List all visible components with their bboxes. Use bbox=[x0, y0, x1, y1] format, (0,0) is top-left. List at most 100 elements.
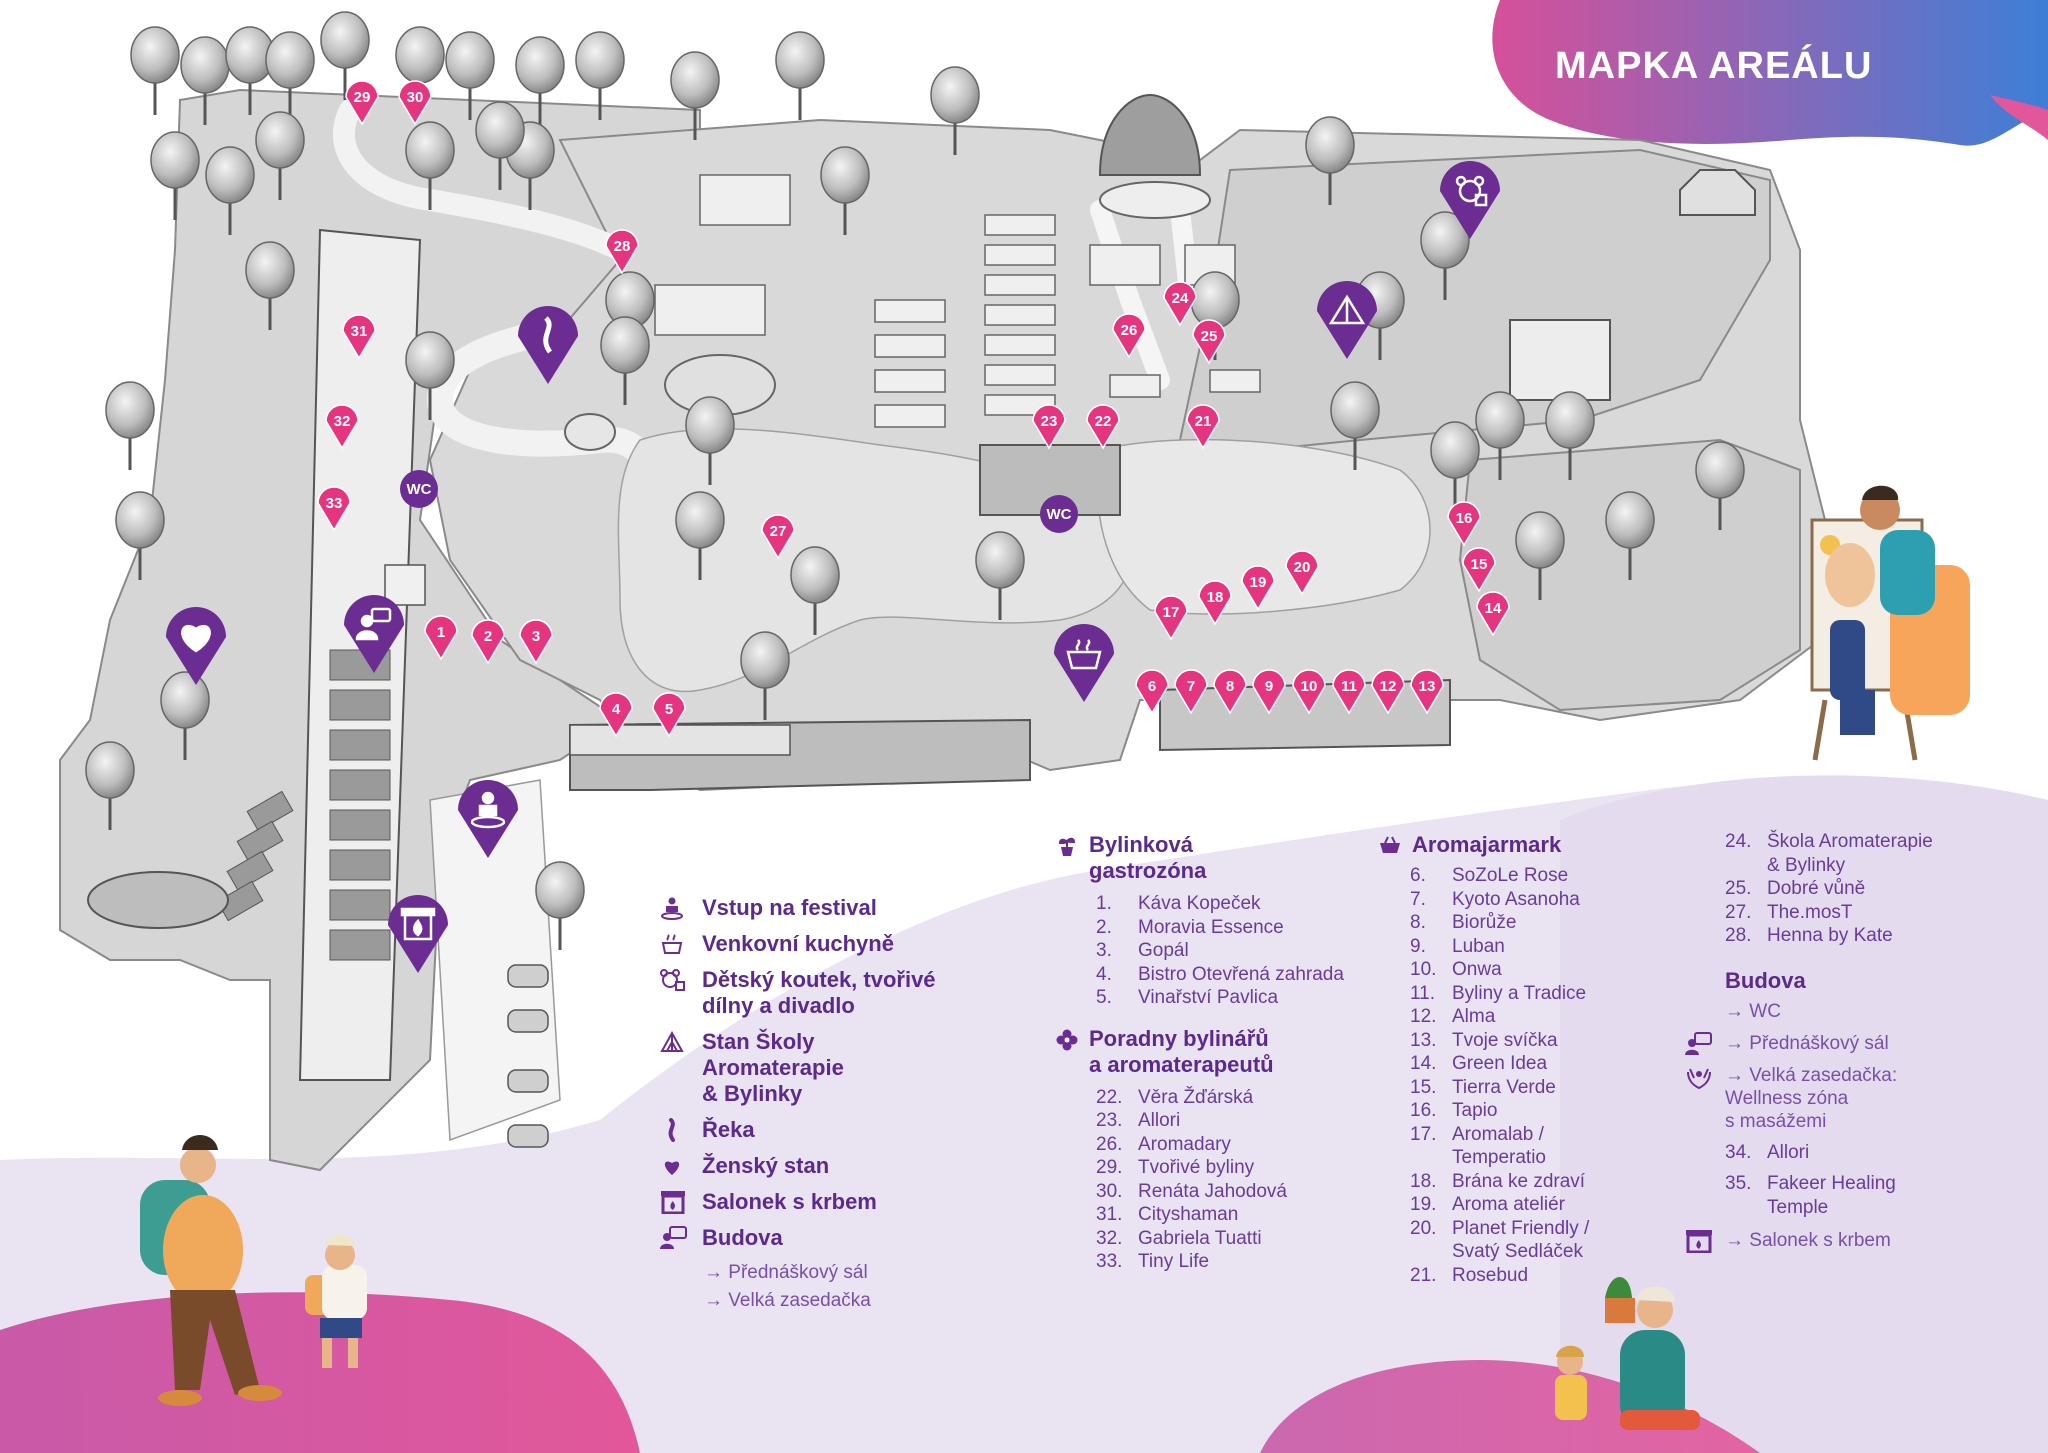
tree bbox=[975, 531, 1025, 620]
map-pin[interactable]: 17 bbox=[1154, 595, 1188, 641]
map-pin[interactable]: 24 bbox=[1163, 281, 1197, 327]
jarmark-item-number: 17. bbox=[1410, 1123, 1437, 1145]
jarmark-item: 15.Tierra Verde bbox=[1410, 1076, 1698, 1100]
poradny-item-name: Allori bbox=[1138, 1110, 1181, 1131]
title-blob-tail bbox=[1990, 95, 2048, 140]
map-pin[interactable]: 33 bbox=[317, 486, 351, 532]
map-pin-label: 28 bbox=[614, 238, 631, 255]
jarmark-item-name: Biorůže bbox=[1452, 912, 1517, 933]
trees bbox=[85, 11, 1745, 950]
map-pin-label: 9 bbox=[1265, 678, 1273, 695]
map-pin[interactable]: 1 bbox=[424, 615, 458, 661]
jarmark-item: 14.Green Idea bbox=[1410, 1052, 1698, 1076]
map-pin[interactable]: 18 bbox=[1198, 580, 1232, 626]
gastro-item: 2.Moravia Essence bbox=[1096, 916, 1385, 940]
jarmark-item-name: Kyoto Asanoha bbox=[1452, 888, 1580, 910]
map-pin[interactable]: 8 bbox=[1213, 669, 1247, 715]
tree bbox=[1545, 391, 1595, 480]
wc-marker[interactable]: WC bbox=[1040, 495, 1078, 533]
map-pin[interactable]: 5 bbox=[652, 692, 686, 738]
budova-sublist: → Přednáškový sál → Velká zasedačka bbox=[704, 1261, 990, 1313]
womens-tent-marker[interactable] bbox=[166, 607, 226, 685]
building-lecture-marker[interactable] bbox=[344, 595, 404, 673]
map-pin[interactable]: 10 bbox=[1292, 669, 1326, 715]
gastro-title: Bylinková gastrozóna bbox=[1089, 832, 1207, 883]
pot-icon bbox=[1066, 639, 1102, 670]
map-pin-label: 32 bbox=[334, 413, 351, 430]
map-pin[interactable]: 19 bbox=[1241, 565, 1275, 611]
map-pin[interactable]: 28 bbox=[605, 229, 639, 275]
gastro-item-name: Moravia Essence bbox=[1138, 916, 1284, 938]
right-list-item-name: The.mosT bbox=[1767, 901, 1853, 923]
wc-marker[interactable]: WC bbox=[400, 470, 438, 508]
map-pin[interactable]: 14 bbox=[1476, 591, 1510, 637]
solar-panels bbox=[216, 649, 391, 961]
map-pin-label: 26 bbox=[1121, 322, 1138, 339]
tree bbox=[320, 11, 370, 100]
poradny-title: Poradny bylinářů a aromaterapeutů bbox=[1089, 1025, 1274, 1077]
map-pin[interactable]: 15 bbox=[1462, 547, 1496, 593]
tree bbox=[1330, 381, 1380, 470]
childrens-corner-marker[interactable] bbox=[1440, 161, 1500, 239]
map-pin[interactable]: 32 bbox=[325, 404, 359, 450]
tent-marker[interactable] bbox=[1317, 281, 1377, 359]
map-pin-label: 30 bbox=[407, 89, 424, 106]
right-list-item-name: Dobré vůně bbox=[1767, 878, 1866, 899]
festival-entrance-marker[interactable] bbox=[458, 780, 518, 858]
map-pin[interactable]: 3 bbox=[519, 619, 553, 665]
lavender-blob-lower bbox=[0, 779, 2048, 1453]
map-pin[interactable]: 12 bbox=[1371, 669, 1405, 715]
tree bbox=[205, 146, 255, 235]
legend-main-label: Dětský koutek, tvořivé dílny a divadlo bbox=[702, 967, 936, 1018]
map-pin-label: 33 bbox=[326, 495, 343, 512]
legend-main-item: Salonek s krbem bbox=[660, 1189, 990, 1215]
map-pin[interactable]: 13 bbox=[1410, 669, 1444, 715]
map-pin[interactable]: 31 bbox=[342, 314, 376, 360]
fireplace-icon bbox=[1685, 1229, 1712, 1254]
gastro-item: 5.Vinařství Pavlica bbox=[1096, 986, 1385, 1010]
fireplace-lounge-marker[interactable] bbox=[388, 895, 448, 973]
poradny-item: 23.Allori bbox=[1096, 1109, 1385, 1133]
budova2-item-34: 34.Allori bbox=[1725, 1141, 2005, 1165]
tree bbox=[535, 861, 585, 950]
outdoor-kitchen-marker[interactable] bbox=[1054, 624, 1114, 702]
legend-main-item: Stan Školy Aromaterapie & Bylinky bbox=[660, 1029, 990, 1107]
gastro-item-number: 1. bbox=[1096, 893, 1112, 914]
map-pin[interactable]: 29 bbox=[345, 80, 379, 126]
legend-main-item: Venkovní kuchyně bbox=[660, 931, 990, 957]
map-pin[interactable]: 4 bbox=[599, 692, 633, 738]
map-pin[interactable]: 25 bbox=[1192, 319, 1226, 365]
map-pin[interactable]: 9 bbox=[1252, 669, 1286, 715]
river-marker[interactable] bbox=[518, 306, 578, 384]
map-pin[interactable]: 7 bbox=[1174, 669, 1208, 715]
jarmark-item-name: Rosebud bbox=[1452, 1264, 1529, 1286]
map-pin[interactable]: 20 bbox=[1285, 550, 1319, 596]
tree bbox=[790, 546, 840, 635]
plant-pot-icon bbox=[1055, 834, 1079, 858]
map-pin[interactable]: 6 bbox=[1135, 669, 1169, 715]
gastro-item: 4.Bistro Otevřená zahrada bbox=[1096, 963, 1385, 987]
map-pin[interactable]: 16 bbox=[1447, 501, 1481, 547]
map-pin-label: 23 bbox=[1041, 413, 1058, 430]
heart-icon bbox=[181, 625, 211, 653]
map-pin[interactable]: 2 bbox=[471, 619, 505, 665]
jarmark-item-name: Tierra Verde bbox=[1452, 1076, 1556, 1098]
map-pin[interactable]: 21 bbox=[1186, 404, 1220, 450]
map-pin[interactable]: 26 bbox=[1112, 313, 1146, 359]
jarmark-item-name: Onwa bbox=[1452, 959, 1502, 980]
legend-main-label: Stan Školy Aromaterapie & Bylinky bbox=[702, 1029, 844, 1106]
jarmark-item: 21.Rosebud bbox=[1410, 1264, 1698, 1288]
poradny-item-number: 32. bbox=[1096, 1227, 1123, 1249]
map-pin[interactable]: 30 bbox=[398, 80, 432, 126]
map-pin[interactable]: 22 bbox=[1086, 404, 1120, 450]
map-pin[interactable]: 27 bbox=[761, 514, 795, 560]
map-pin[interactable]: 23 bbox=[1032, 404, 1066, 450]
map-pin[interactable]: 11 bbox=[1332, 669, 1366, 715]
tree bbox=[265, 31, 315, 120]
